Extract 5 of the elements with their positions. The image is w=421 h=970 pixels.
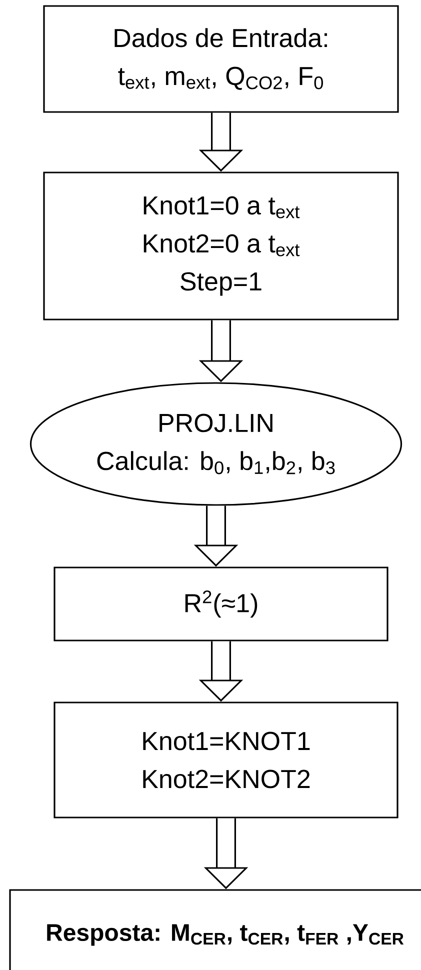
process-box: Knot1=0 a t$_{ext}$ Knot2=0 a t$_{ext}$ Step=1 xyxy=(43,172,399,320)
process-box: Knot1=KNOT1 Knot2=KNOT2 xyxy=(54,702,398,818)
process-box: Resposta: M$_{CER}$, t$_{CER}$, t$_{FER}$ ,Y$_{CER}$ xyxy=(9,889,421,970)
process-box: R$^{2}$(≈1) xyxy=(54,566,388,642)
process-box: Dados de Entrada: t$_{ext}$, m$_{ext}$, Q$_{CO2}$, F$_{0}$ xyxy=(43,5,399,113)
